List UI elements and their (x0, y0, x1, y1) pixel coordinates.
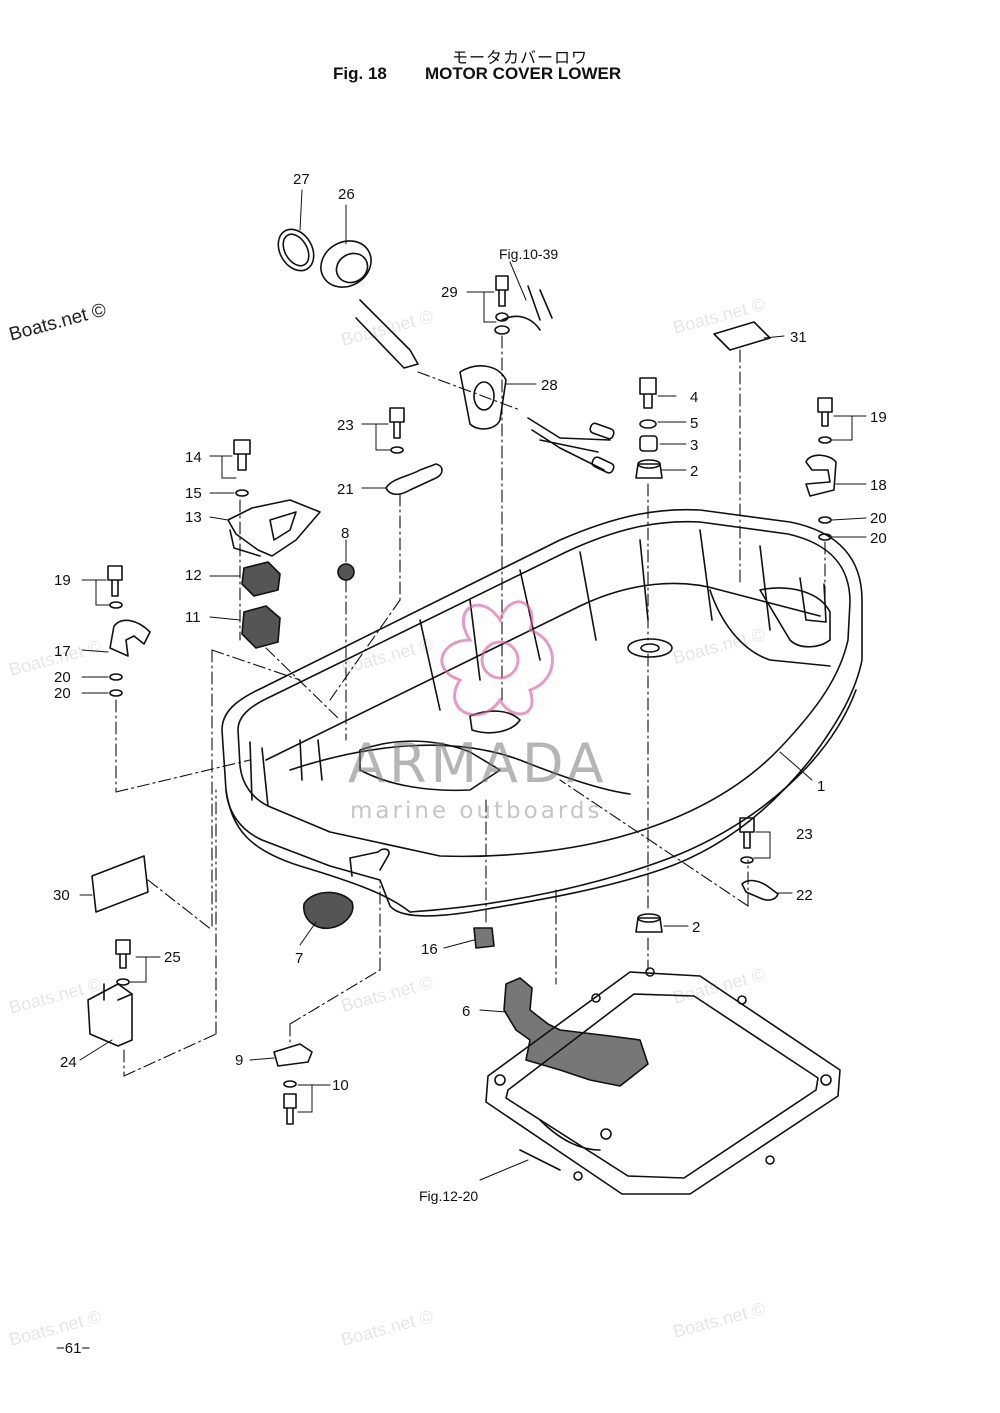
callout-5: 5 (690, 415, 698, 432)
bracket-17-set (107, 565, 151, 697)
callout-2-bottom: 2 (692, 919, 700, 936)
callout-27: 27 (293, 171, 310, 188)
bracket-13-and-dampers (227, 439, 321, 649)
ref-fig10: Fig.10-39 (499, 246, 558, 262)
callout-20-left-b: 20 (54, 685, 71, 702)
callout-7: 7 (295, 950, 303, 967)
brand-subtitle-watermark: marine outboards (350, 798, 603, 824)
callout-3: 3 (690, 437, 698, 454)
bolt-washer-collar-grommet-stack (635, 377, 663, 933)
callout-15: 15 (185, 485, 202, 502)
bolt-23-clamp-22 (739, 817, 779, 901)
bolt-29 (494, 275, 510, 335)
plug-16 (473, 927, 495, 949)
callout-31: 31 (790, 329, 807, 346)
damper-7 (303, 891, 354, 929)
callout-6: 6 (462, 1003, 470, 1020)
callout-26: 26 (338, 186, 355, 203)
title-japanese: モータカバーロワ (451, 48, 588, 67)
callout-23-top: 23 (337, 417, 354, 434)
figure-name: MOTOR COVER LOWER (425, 64, 622, 83)
callout-18: 18 (870, 477, 887, 494)
callout-9: 9 (235, 1052, 243, 1069)
callout-24: 24 (60, 1054, 77, 1071)
callout-23-right: 23 (796, 826, 813, 843)
callout-17: 17 (54, 643, 71, 660)
figure-title: Fig. 18 MOTOR COVER LOWER (333, 64, 621, 84)
bolt-23-clamp-21 (385, 407, 443, 496)
callout-4: 4 (690, 389, 698, 406)
callout-20-right-a: 20 (870, 510, 887, 527)
lower-cover-shell (221, 508, 863, 917)
callout-21: 21 (337, 481, 354, 498)
grommet-plug-26 (277, 228, 419, 369)
pad-30 (91, 855, 149, 913)
callout-20-left-a: 20 (54, 669, 71, 686)
page-number: −61− (56, 1340, 91, 1357)
callout-29: 29 (441, 284, 458, 301)
callout-22: 22 (796, 887, 813, 904)
label-plate-31 (713, 321, 771, 351)
grommet-8 (337, 563, 355, 581)
callout-1: 1 (817, 778, 825, 795)
callout-28: 28 (541, 377, 558, 394)
callout-11: 11 (185, 609, 201, 626)
plate-6 (503, 977, 649, 1087)
callout-14: 14 (185, 449, 202, 466)
bracket-18-set (805, 397, 837, 541)
callout-13: 13 (185, 509, 202, 526)
armada-logo-mark (440, 600, 554, 717)
bracket-24-set (87, 939, 133, 1047)
bottom-frame (485, 967, 841, 1195)
brand-watermark: ARMADA (348, 732, 608, 795)
grommet-28-harness (459, 285, 615, 474)
callout-2-top: 2 (690, 463, 698, 480)
callout-8: 8 (341, 525, 349, 542)
callout-19-left: 19 (54, 572, 71, 589)
ref-fig12: Fig.12-20 (419, 1188, 478, 1204)
callout-20-right-b: 20 (870, 530, 887, 547)
callout-25: 25 (164, 949, 181, 966)
callout-16: 16 (421, 941, 438, 958)
clamp-9-bolt-10 (273, 1043, 313, 1125)
callout-19-right: 19 (870, 409, 887, 426)
callout-12: 12 (185, 567, 202, 584)
callout-10: 10 (332, 1077, 349, 1094)
callout-30: 30 (53, 887, 70, 904)
figure-number: Fig. 18 (333, 64, 387, 83)
